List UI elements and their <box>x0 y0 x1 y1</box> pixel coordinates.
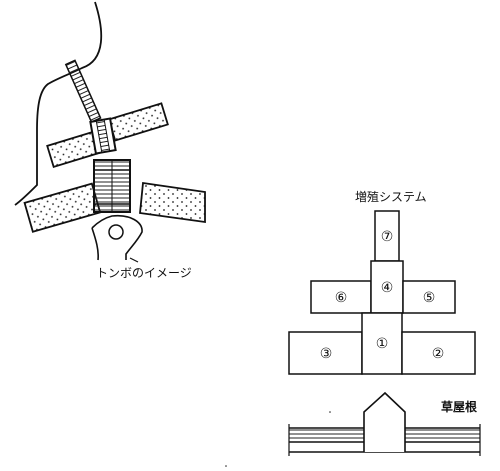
module-3-label: ③ <box>320 346 333 362</box>
growth-system <box>288 210 476 375</box>
module-5-label: ⑤ <box>423 290 436 306</box>
roof-caption: 草屋根 <box>441 399 477 414</box>
site-outline-lower <box>91 214 143 260</box>
dragonfly-caption: トンボのイメージ <box>96 266 192 280</box>
roof-band-right <box>405 428 480 442</box>
module-5 <box>402 280 456 314</box>
growth-caption: 増殖システム <box>355 189 427 204</box>
module-2-label: ② <box>432 346 445 362</box>
module-2 <box>401 331 476 375</box>
grass-roof-section <box>288 391 481 456</box>
site-circle <box>108 224 124 240</box>
module-1 <box>361 312 403 375</box>
lower-right-wing <box>139 181 206 224</box>
module-3 <box>288 331 363 375</box>
upper-right-wing <box>107 102 169 142</box>
module-6 <box>310 280 372 314</box>
roof-band-left <box>289 428 364 442</box>
module-4-label: ④ <box>381 280 394 296</box>
gable-house <box>363 391 406 452</box>
module-6-label: ⑥ <box>335 290 348 306</box>
site-outline <box>14 1 103 206</box>
lower-left-wing <box>23 182 102 233</box>
module-1-label: ① <box>376 336 389 352</box>
tail-corridor <box>64 59 102 124</box>
module-7-label: ⑦ <box>381 229 394 245</box>
dragonfly-plan <box>14 1 206 263</box>
